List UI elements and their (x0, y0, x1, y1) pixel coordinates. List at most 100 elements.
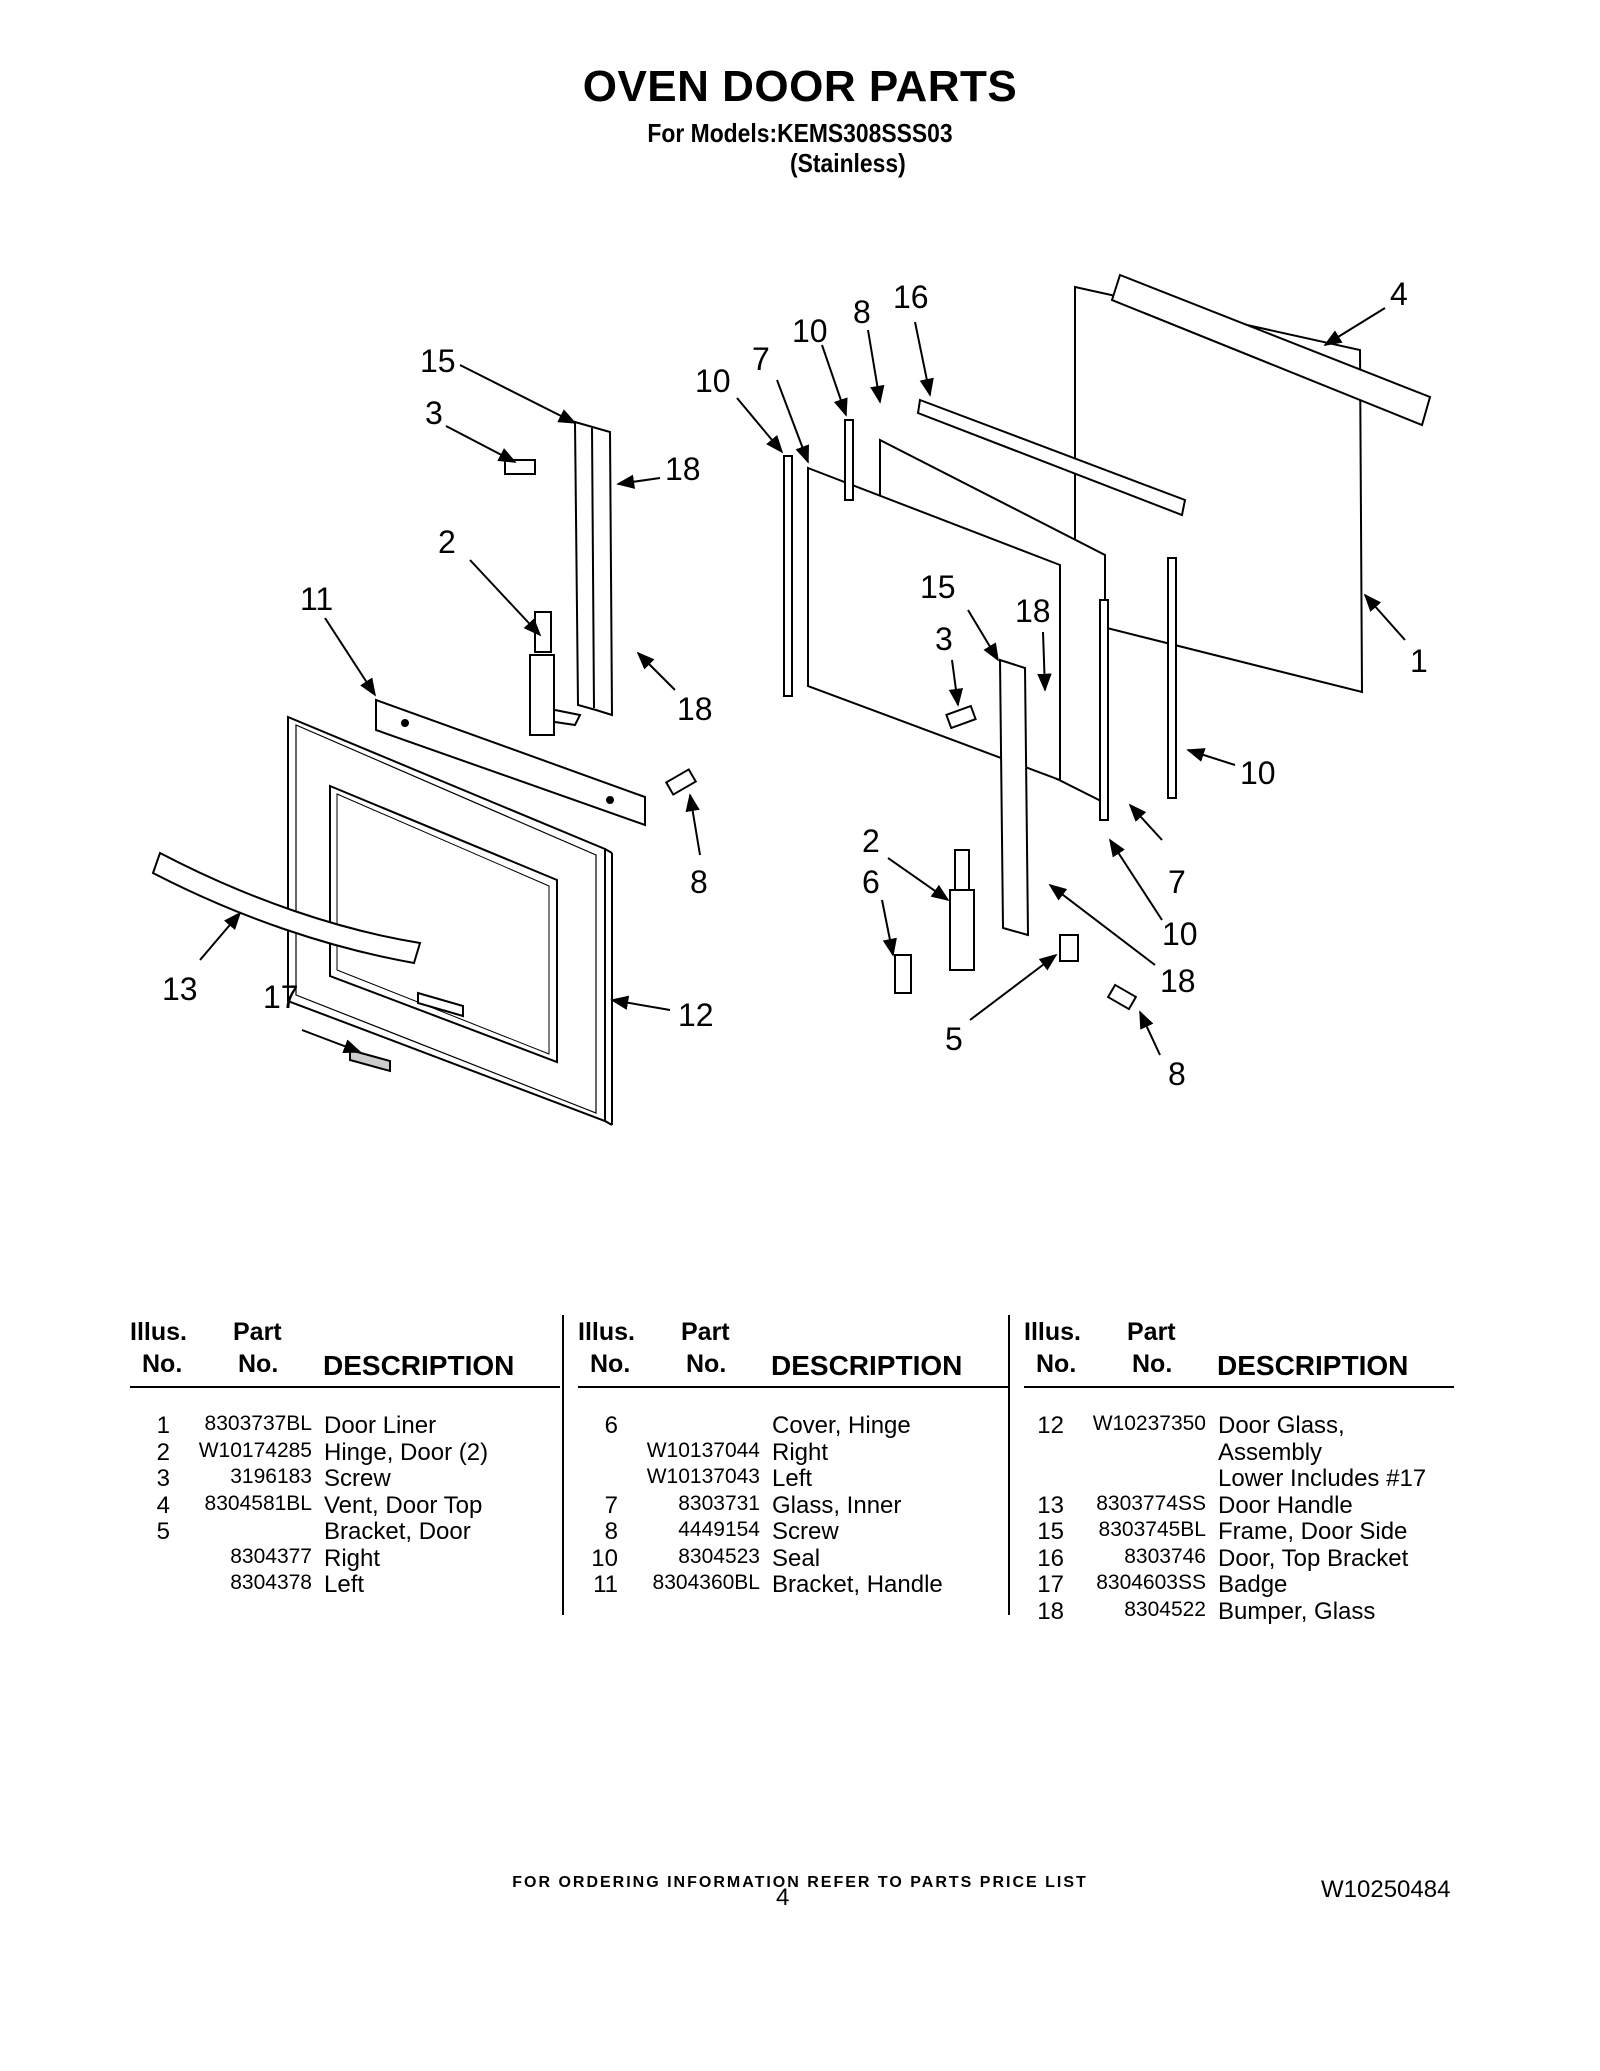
handle-bracket (375, 698, 646, 827)
page-number: 4 (776, 1884, 790, 1911)
table-header: Illus. No. Part No. DESCRIPTION (578, 1318, 1008, 1388)
part-number: W10137044 (646, 1438, 760, 1462)
exploded-parts-diagram: 1 2 2 3 3 4 5 6 7 7 8 8 8 10 10 10 10 11… (151, 273, 1432, 1126)
part-number: 8304378 (230, 1571, 312, 1594)
header-description: DESCRIPTION (323, 1350, 515, 1381)
illus-number: 7 (604, 1491, 618, 1519)
table-row: Lower Includes #17 (1024, 1465, 1454, 1492)
part-description: Glass, Inner (772, 1491, 902, 1519)
left-screws (504, 459, 698, 796)
illus-number: 3 (156, 1465, 170, 1492)
part-description: Bracket, Handle (772, 1571, 943, 1598)
part-number: 8303737BL (204, 1412, 312, 1435)
callout-2: 2 (438, 524, 456, 560)
part-description: Bumper, Glass (1218, 1597, 1376, 1625)
part-description: Left (772, 1465, 813, 1492)
part-number: 8303774SS (1096, 1491, 1206, 1515)
callout-11: 11 (300, 581, 333, 617)
part-number: 8304377 (230, 1544, 312, 1568)
illus-number: 12 (1037, 1412, 1064, 1439)
header-description: DESCRIPTION (1217, 1350, 1409, 1381)
part-number: 8303745BL (1098, 1518, 1206, 1541)
callout-8: 8 (853, 294, 871, 330)
callout-7: 7 (752, 341, 770, 377)
header-description: DESCRIPTION (771, 1350, 963, 1381)
illus-number: 16 (1037, 1544, 1064, 1572)
part-number: W10174285 (198, 1438, 312, 1462)
part-description: Right (324, 1544, 381, 1572)
callout-10: 10 (695, 363, 731, 399)
table-row: Assembly (1024, 1439, 1454, 1466)
header-illus-no: No. (142, 1350, 183, 1378)
callout-6: 6 (862, 864, 880, 900)
callout-18: 18 (665, 451, 701, 487)
header-illus: Illus. (130, 1318, 187, 1346)
illus-number: 8 (604, 1518, 618, 1545)
left-hinge (529, 611, 582, 736)
header-illus: Illus. (1024, 1318, 1081, 1346)
part-number: 3196183 (230, 1465, 312, 1488)
illus-number: 4 (156, 1491, 170, 1519)
callout-3: 3 (935, 621, 953, 657)
badge (349, 991, 464, 1073)
header-illus-no: No. (1036, 1350, 1077, 1378)
part-number: 8303731 (678, 1491, 760, 1515)
callout-12: 12 (678, 997, 714, 1033)
part-number: W10237350 (1092, 1412, 1206, 1435)
illus-number: 2 (156, 1438, 170, 1466)
callout-18: 18 (1015, 593, 1051, 629)
callout-18: 18 (677, 691, 713, 727)
door-handle (151, 851, 422, 965)
table-row: 2 W10174285 Hinge, Door (2) (130, 1439, 560, 1466)
table-header: Illus. No. Part No. DESCRIPTION (1024, 1318, 1454, 1388)
callout-8: 8 (690, 864, 708, 900)
callout-4: 4 (1390, 276, 1408, 312)
part-description: Lower Includes #17 (1218, 1465, 1427, 1492)
part-number: 8304523 (678, 1544, 760, 1568)
callout-18: 18 (1160, 963, 1196, 999)
illus-number: 13 (1037, 1491, 1064, 1519)
part-description: Left (324, 1571, 365, 1598)
door-top-bracket (916, 398, 1187, 517)
part-description: Vent, Door Top (324, 1491, 483, 1519)
leader-arrows (199, 307, 1406, 1056)
header-part-no: No. (686, 1350, 727, 1378)
callout-16: 16 (893, 279, 929, 315)
part-description: Hinge, Door (2) (324, 1438, 489, 1466)
part-description: Door, Top Bracket (1218, 1544, 1409, 1572)
part-number: 8304581BL (204, 1491, 312, 1515)
part-description: Cover, Hinge (772, 1412, 911, 1439)
callout-15: 15 (920, 569, 956, 605)
illus-number: 5 (156, 1518, 170, 1545)
header-part: Part (1127, 1318, 1176, 1346)
door-liner-frame (287, 715, 613, 1126)
part-number: 8303746 (1124, 1544, 1206, 1568)
callout-17: 17 (263, 979, 299, 1015)
header-illus: Illus. (578, 1318, 635, 1346)
part-number: W10137043 (646, 1465, 760, 1488)
part-description: Frame, Door Side (1218, 1518, 1408, 1545)
finish-label: (Stainless) (790, 148, 906, 178)
column-divider (1008, 1315, 1010, 1615)
table-row: 4 8304581BL Vent, Door Top (130, 1492, 560, 1519)
part-description: Screw (324, 1465, 391, 1492)
header-part-no: No. (1132, 1350, 1173, 1378)
table-row: 16 8303746 Door, Top Bracket (1024, 1545, 1454, 1572)
header-part: Part (681, 1318, 730, 1346)
callout-7: 7 (1168, 864, 1186, 900)
column-divider (562, 1315, 564, 1615)
